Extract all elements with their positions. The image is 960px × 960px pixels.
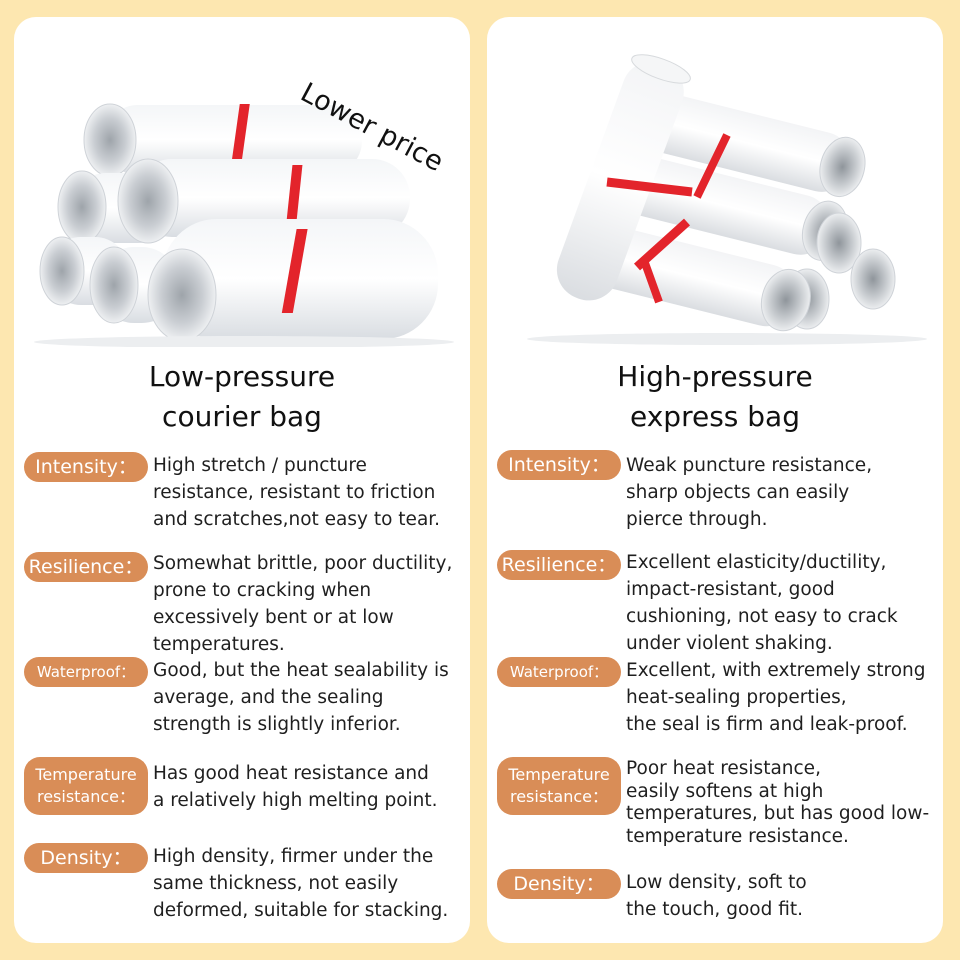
density-badge: Density： — [24, 843, 148, 873]
temperature-text: Poor heat resistance, easily softens at … — [626, 758, 930, 847]
right-title-line2: express bag — [630, 400, 800, 433]
temperature-badge-line2: resistance： — [509, 787, 609, 806]
density-badge: Density： — [497, 869, 621, 899]
temperature-text: Has good heat resistance and a relativel… — [153, 763, 438, 811]
right-title: High-pressure express bag — [487, 357, 943, 437]
waterproof-badge: Waterproof： — [24, 657, 148, 687]
intensity-badge: Intensity： — [497, 450, 621, 480]
density-text: Low density, soft to the touch, good fit… — [626, 872, 807, 920]
resilience-badge: Resilience： — [497, 550, 621, 580]
right-panel: High-pressure express bag Intensity： Wea… — [487, 17, 943, 943]
temperature-badge-line1: Temperature — [508, 765, 610, 784]
temperature-badge: Temperature resistance： — [497, 757, 621, 815]
intensity-text: High stretch / puncture resistance, resi… — [153, 455, 441, 530]
left-title-line2: courier bag — [162, 400, 322, 433]
intensity-text: Weak puncture resistance, sharp objects … — [626, 455, 873, 530]
temperature-badge-line2: resistance： — [36, 787, 136, 806]
waterproof-text: Excellent, with extremely strong heat-se… — [626, 660, 926, 735]
right-title-line1: High-pressure — [617, 360, 813, 393]
resilience-badge: Resilience： — [24, 552, 148, 582]
temperature-badge-line1: Temperature — [35, 765, 137, 784]
left-title: Low-pressure courier bag — [14, 357, 470, 437]
resilience-text: Somewhat brittle, poor ductility, prone … — [153, 553, 453, 655]
left-title-line1: Low-pressure — [148, 360, 336, 393]
resilience-text: Excellent elasticity/ductility, impact-r… — [626, 552, 898, 654]
left-panel: Lower price Low-pressure courier bag Int… — [14, 17, 470, 943]
low-pressure-bag-rolls-image — [34, 103, 454, 347]
waterproof-badge: Waterproof： — [497, 657, 621, 687]
density-text: High density, firmer under the same thic… — [153, 846, 449, 921]
high-pressure-bag-rolls-image — [527, 54, 927, 345]
temperature-badge: Temperature resistance： — [24, 757, 148, 815]
intensity-badge: Intensity： — [24, 452, 148, 482]
waterproof-text: Good, but the heat sealability is averag… — [153, 660, 449, 735]
